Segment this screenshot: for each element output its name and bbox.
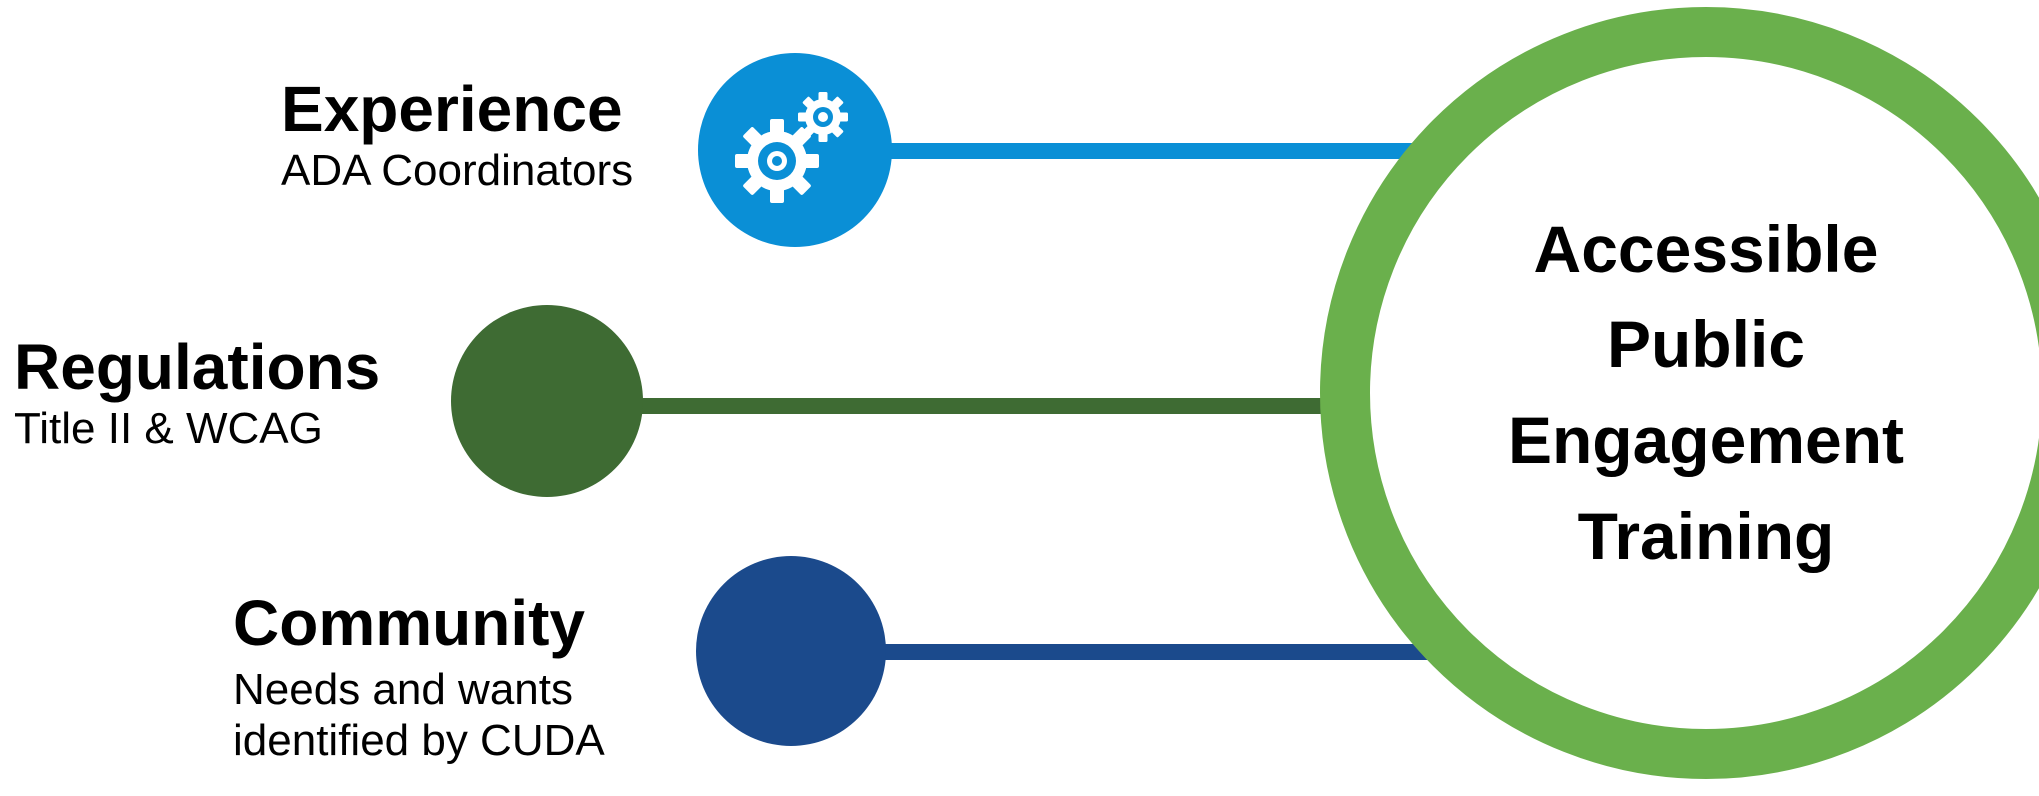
regulations-subtitle: Title II & WCAG xyxy=(14,404,323,454)
regulations-title: Regulations xyxy=(14,331,381,403)
experience-title: Experience xyxy=(281,73,623,145)
experience-connector xyxy=(880,143,1440,159)
experience-node xyxy=(698,53,892,247)
hub-circle: Accessible Public Engagement Training xyxy=(1320,7,2039,779)
regulations-node xyxy=(451,305,643,497)
hub-title: Accessible Public Engagement Training xyxy=(1507,211,1905,573)
community-subtitle: Needs and wants identified by CUDA xyxy=(233,665,605,765)
experience-subtitle: ADA Coordinators xyxy=(281,146,634,196)
regulations-label: Regulations Title II & WCAG xyxy=(14,331,381,456)
community-label: Community Needs and wants identified by … xyxy=(233,587,605,766)
experience-label: Experience ADA Coordinators xyxy=(281,73,634,198)
community-title: Community xyxy=(233,587,585,659)
regulations-connector xyxy=(636,398,1356,414)
community-connector xyxy=(880,644,1480,660)
community-node xyxy=(696,556,886,746)
gears-icon xyxy=(735,92,848,203)
